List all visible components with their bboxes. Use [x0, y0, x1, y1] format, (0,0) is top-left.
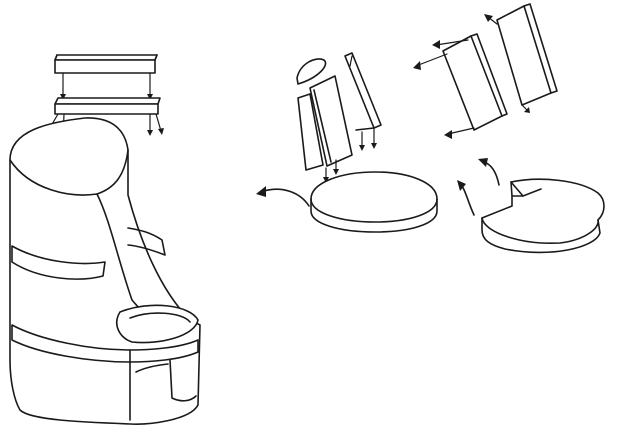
- slab-arrows: [413, 14, 530, 139]
- slat-arrows: [323, 55, 377, 183]
- back-slab-pair: [413, 3, 558, 139]
- slat-left: [297, 93, 324, 171]
- barrel-body: [9, 117, 201, 425]
- small-oval-piece: [296, 58, 327, 85]
- back-slab-left: [442, 35, 503, 131]
- slat-middle: [309, 75, 353, 167]
- panel-slats-exploded: [296, 52, 382, 183]
- cut-seat-disc: [457, 158, 605, 254]
- round-seat-disc: [256, 171, 438, 233]
- seat-board: [54, 97, 161, 115]
- top-board-arrows: [60, 72, 153, 100]
- barrel-chair-assembly: [9, 54, 201, 425]
- back-slab-right: [496, 5, 552, 106]
- slat-right: [344, 52, 382, 129]
- top-board: [54, 54, 158, 74]
